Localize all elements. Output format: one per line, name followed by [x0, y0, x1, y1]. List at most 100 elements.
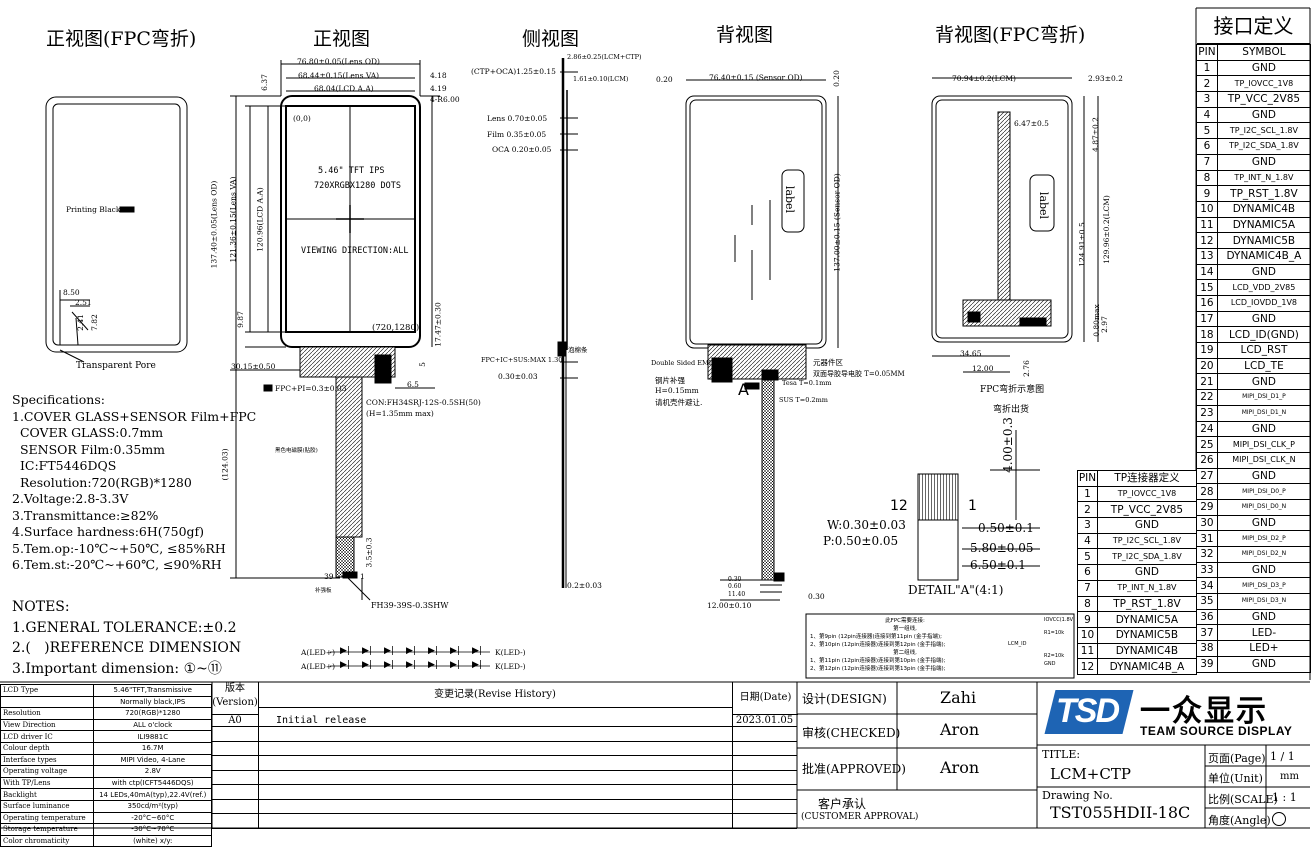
dim-label: 17.47±0.30	[433, 302, 443, 347]
pin-number: 12	[1196, 232, 1218, 249]
dim-sensor-width: 76.40±0.15 (Sensor OD)	[709, 73, 803, 82]
lcd-spec-key: Operating temperature	[0, 811, 95, 825]
dim-label: 4-R6.00	[430, 95, 460, 104]
tp-pin-number: 4	[1077, 532, 1098, 550]
lcd-spec-value: with ctp(ICFT5446DQS)	[93, 776, 212, 790]
detail-marker-a: A	[738, 380, 749, 399]
dim-label: 4.18	[430, 71, 447, 80]
tp-pin-number: 9	[1077, 611, 1098, 628]
view-title-back-bent: 背视图(FPC弯折)	[935, 24, 1086, 46]
pin-number: 8	[1196, 169, 1218, 187]
label-black-tape: 黑色电磁膜(贴胶)	[275, 448, 318, 454]
detail-dim-050: 0.50±0.1	[978, 521, 1034, 535]
dim-lcm-thickness: 1.61±0.10(LCM)	[573, 75, 629, 83]
pin-symbol: GND	[1216, 608, 1312, 626]
view-title-back: 背视图	[716, 24, 774, 46]
led-diode-icon: ▶|	[428, 646, 438, 656]
pin-symbol: MIPI_DSI_D0_N	[1216, 498, 1312, 516]
tp-pin-definition: TP_RST_1.8V	[1096, 595, 1198, 613]
pin-number: 22	[1196, 389, 1218, 406]
tp-pin-number: 12	[1077, 658, 1098, 675]
revision-row-line	[212, 755, 797, 756]
checked-label: 审核(CHECKED)	[802, 726, 901, 740]
tp-note-group1: 第一组线,	[893, 626, 917, 632]
dim-ctp-thickness: (CTP+OCA)1.25±0.15	[471, 67, 556, 76]
led-diode-icon: ▶|	[472, 646, 482, 656]
pin-number: 11	[1196, 216, 1218, 234]
pin-symbol: MIPI_DSI_D2_N	[1216, 546, 1312, 563]
tp-pin-number: 6	[1077, 564, 1098, 581]
checked-value: Aron	[940, 720, 980, 739]
dim-label: 137.40±0.05(Lens OD)	[209, 180, 219, 269]
pin-symbol: DYNAMIC4B_A	[1216, 247, 1312, 265]
pin-number: 1	[1196, 59, 1218, 77]
tp-note-line: 2、第10pin (12pin连接器)连接到第12pin (金手指端);	[810, 642, 946, 648]
lcd-spec-key: Surface luminance	[0, 799, 95, 813]
pin-number: 35	[1196, 593, 1218, 610]
pin-symbol: MIPI_DSI_CLK_P	[1216, 436, 1312, 453]
label-sus: SUS T=0.2mm	[779, 396, 828, 404]
lcd-spec-value: -20°C~60°C	[93, 811, 212, 825]
view-title-front-bent: 正视图(FPC弯折)	[46, 28, 197, 50]
spec-line: Resolution:720(RGB)*1280	[12, 474, 192, 490]
revision-row-line	[212, 813, 797, 814]
pin-symbol: MIPI_DSI_D1_N	[1216, 404, 1312, 422]
pin-number: 33	[1196, 561, 1218, 579]
dim-label: 0.60	[728, 583, 742, 590]
lcd-spec-value: -30°C~70°C	[93, 823, 212, 836]
pin-number: 2	[1196, 75, 1218, 93]
led-diode-icon: ▶|	[340, 660, 350, 670]
tp-connection-note: 此FPC需要连接: 第一组线, 1、第9pin (12pin连接器)连接到第11…	[810, 617, 1000, 673]
table-row: Color chromaticity(white) x/y:	[0, 834, 212, 847]
tp-pin-number: 8	[1077, 595, 1098, 613]
tp-pin-number: 1	[1077, 485, 1098, 503]
lcd-spec-key: Colour depth	[0, 741, 95, 755]
pin-number-label: 1	[360, 572, 365, 581]
tp-note-line: 2、第12pin (12pin连接器)连接到第13pin (金手指端);	[810, 666, 946, 672]
led-anode-label: A(LED+)	[301, 662, 336, 671]
pin-symbol: LCD_VDD_2V85	[1216, 279, 1312, 296]
pin-symbol: LCD_RST	[1216, 342, 1312, 359]
pin-number: 37	[1196, 624, 1218, 642]
back-bent-outline	[931, 95, 1073, 343]
lcd-spec-value: 350cd/m²(typ)	[93, 799, 212, 813]
pin-symbol: GND	[1216, 514, 1312, 532]
lcd-spec-key: Color chromaticity	[0, 834, 95, 847]
lcd-spec-value: (white) x/y:	[93, 834, 212, 847]
pin-number: 25	[1196, 436, 1218, 453]
lcd-spec-value: 16.7M	[93, 741, 212, 755]
pin-number: 38	[1196, 640, 1218, 657]
tp-pin-number: 5	[1077, 548, 1098, 566]
lcd-spec-value: ALL o'clock	[93, 718, 212, 732]
dim-label: 12.00	[972, 364, 994, 373]
pin-symbol: DYNAMIC5B	[1216, 232, 1312, 249]
detail-dim-400: 4.00±0.3	[1000, 417, 1015, 473]
spec-line: IC:FT5446DQS	[12, 458, 117, 473]
pin-symbol: TP_VCC_2V85	[1216, 91, 1312, 108]
lcd-spec-key: Operating voltage	[0, 765, 95, 778]
dim-fpc-ic: FPC+IC+SUS:MAX 1.30	[481, 356, 563, 364]
interface-title: 接口定义	[1197, 9, 1310, 44]
pin-number: 19	[1196, 342, 1218, 359]
label-stiffener: 补强板	[315, 588, 332, 594]
tp-note-line: 1、第9pin (12pin连接器)连接到第11pin (金手指端);	[810, 634, 942, 640]
led-anode-label: A(LED+)	[301, 648, 336, 657]
dim-label: 0.20	[831, 70, 841, 87]
lcd-spec-key: With TP/Lens	[0, 776, 95, 790]
